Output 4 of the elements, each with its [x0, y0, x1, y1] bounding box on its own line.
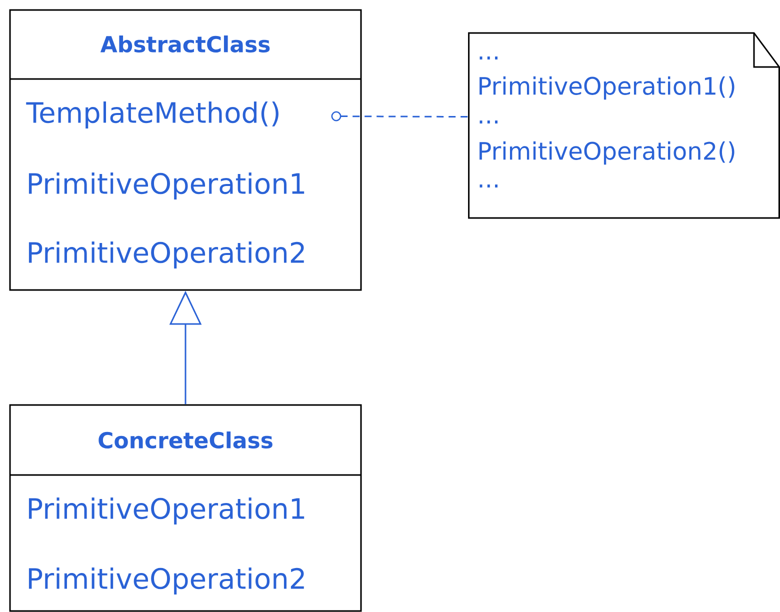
note-box: ... PrimitiveOperation1() ... PrimitiveOperation2() ... [468, 32, 780, 219]
class-box: AbstractClass TemplateMethod() PrimitiveOperation1 PrimitiveOperation2 [9, 9, 362, 291]
class-box: ConcreteClass PrimitiveOperation1 PrimitiveOperation2 [9, 404, 362, 612]
dashed-connector [331, 111, 468, 122]
